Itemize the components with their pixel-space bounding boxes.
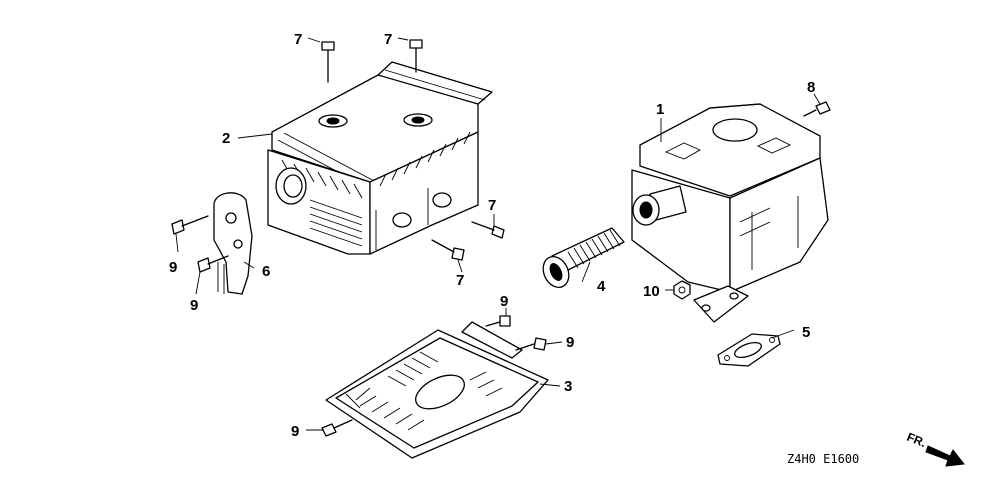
callout-3: 3 <box>564 378 572 395</box>
leader-lines <box>175 37 821 431</box>
bolt-9d <box>515 337 547 351</box>
callout-10: 10 <box>643 283 660 300</box>
bolt-7b <box>409 39 423 73</box>
callout-5: 5 <box>802 324 810 341</box>
diagram-code: Z4H0 E1600 <box>787 452 859 466</box>
callout-9c: 9 <box>500 293 508 310</box>
front-label: FR. <box>905 430 928 450</box>
bolt-7a <box>321 41 335 83</box>
callout-7a: 7 <box>294 31 302 48</box>
muffler-cover-part <box>325 321 549 459</box>
callout-9b: 9 <box>190 297 198 314</box>
muffler-protector-part <box>267 61 493 255</box>
bolt-9b <box>197 255 229 273</box>
guard-plate-part <box>213 192 253 295</box>
front-direction-arrow: FR. <box>905 430 965 467</box>
bolt-7d <box>431 239 465 261</box>
muffler-part <box>631 103 829 323</box>
callout-8: 8 <box>807 79 815 96</box>
callout-7c: 7 <box>488 197 496 214</box>
callout-4: 4 <box>597 278 606 295</box>
bolt-9c <box>485 315 511 327</box>
callout-7b: 7 <box>384 31 392 48</box>
bolt-9a <box>171 215 209 235</box>
callout-9e: 9 <box>291 423 299 440</box>
callout-7d: 7 <box>456 272 464 289</box>
spark-arrester-part <box>542 227 625 289</box>
callout-1: 1 <box>656 101 664 118</box>
callout-9d: 9 <box>566 334 574 351</box>
bolt-7c <box>471 221 505 239</box>
gasket-part <box>717 333 781 367</box>
callout-6: 6 <box>262 263 270 280</box>
callout-2: 2 <box>222 130 230 147</box>
bolt-9e <box>321 419 353 437</box>
bolt-8 <box>803 101 831 117</box>
flange-nut-part <box>673 280 691 300</box>
callout-9a: 9 <box>169 259 177 276</box>
